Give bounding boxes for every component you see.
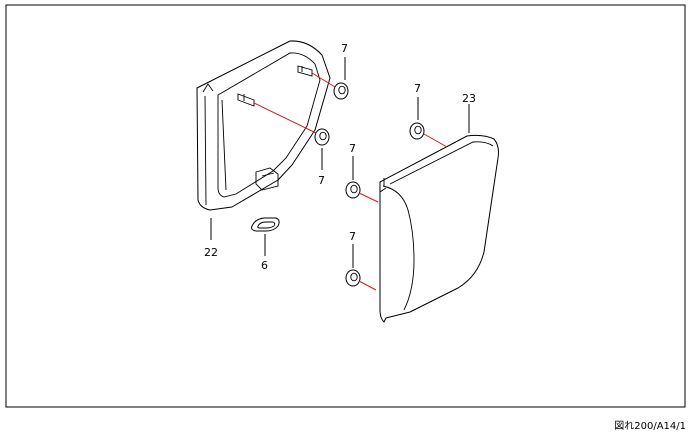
callout-6-cushion: 6 xyxy=(261,259,268,272)
cushion-part-6 xyxy=(251,217,280,232)
callout-7-top-right: 7 xyxy=(341,42,348,55)
leader-lines xyxy=(210,57,470,268)
side-frame-part-22 xyxy=(196,40,331,211)
document-reference: 図れ200/A14/1 xyxy=(614,421,686,432)
callout-7-mid: 7 xyxy=(318,174,325,187)
callout-22-frame: 22 xyxy=(204,246,218,259)
callout-7-cover-top: 7 xyxy=(414,82,421,95)
callout-23-cover: 23 xyxy=(462,92,476,105)
grommet-7-mid xyxy=(314,128,330,146)
diagram-frame xyxy=(5,4,686,408)
callout-7-cover-mid: 7 xyxy=(349,142,356,155)
grommet-7-cover-low xyxy=(345,269,361,287)
callout-7-cover-low: 7 xyxy=(349,230,356,243)
grommet-7-cover-top xyxy=(409,122,425,140)
grommet-7-top-right xyxy=(333,82,349,100)
side-cover-part-23 xyxy=(379,134,499,323)
grommet-7-cover-mid xyxy=(345,181,361,199)
assembly-lines xyxy=(253,72,448,291)
